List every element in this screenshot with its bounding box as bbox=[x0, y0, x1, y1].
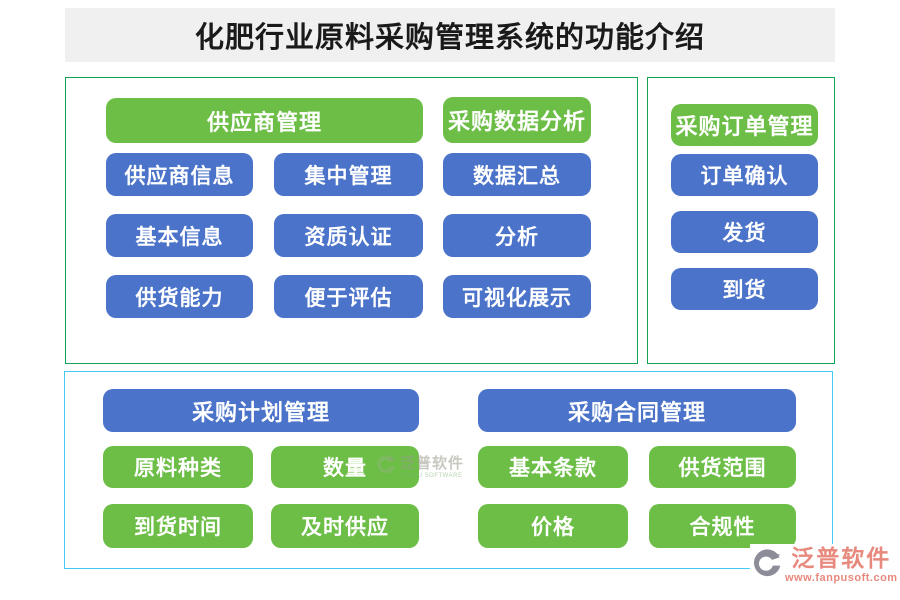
node-purchase-order-management: 采购订单管理 bbox=[671, 104, 818, 146]
node-arrival: 到货 bbox=[671, 268, 818, 310]
node-quantity: 数量 bbox=[271, 446, 419, 488]
panel-plan-contract: 采购计划管理 原料种类 数量 到货时间 及时供应 采购合同管理 基本条款 供货范… bbox=[64, 371, 833, 569]
node-supplier-management: 供应商管理 bbox=[106, 98, 423, 143]
node-qualification-certification: 资质认证 bbox=[274, 214, 423, 257]
vendor-logo-name: 泛普软件 bbox=[791, 545, 892, 571]
title-bar: 化肥行业原料采购管理系统的功能介绍 bbox=[65, 8, 835, 62]
node-purchase-contract-management: 采购合同管理 bbox=[478, 389, 796, 432]
node-supply-capacity: 供货能力 bbox=[106, 275, 253, 318]
node-raw-material-type: 原料种类 bbox=[103, 446, 253, 488]
node-purchase-plan-management: 采购计划管理 bbox=[103, 389, 419, 432]
node-data-summary: 数据汇总 bbox=[443, 153, 591, 196]
node-procurement-data-analysis: 采购数据分析 bbox=[443, 97, 591, 143]
page-title: 化肥行业原料采购管理系统的功能介绍 bbox=[194, 22, 705, 54]
node-timely-supply: 及时供应 bbox=[271, 504, 419, 548]
node-centralized-management: 集中管理 bbox=[274, 153, 423, 196]
panel-supplier-management: 供应商管理 采购数据分析 供应商信息 集中管理 数据汇总 基本信息 资质认证 分… bbox=[65, 77, 638, 364]
node-order-confirmation: 订单确认 bbox=[671, 154, 818, 196]
node-easy-evaluation: 便于评估 bbox=[274, 275, 423, 318]
node-basic-info: 基本信息 bbox=[106, 214, 253, 257]
vendor-logo: 泛普软件 www.fanpusoft.com bbox=[750, 544, 900, 596]
node-supply-scope: 供货范围 bbox=[649, 446, 796, 488]
vendor-logo-url: www.fanpusoft.com bbox=[785, 572, 898, 584]
node-analysis: 分析 bbox=[443, 214, 591, 257]
panel-order-management: 采购订单管理 订单确认 发货 到货 bbox=[647, 77, 835, 364]
node-compliance: 合规性 bbox=[649, 504, 796, 548]
node-supplier-info: 供应商信息 bbox=[106, 153, 253, 196]
fanpu-logo-icon bbox=[752, 544, 782, 584]
node-arrival-time: 到货时间 bbox=[103, 504, 253, 548]
node-visual-display: 可视化展示 bbox=[443, 275, 591, 318]
node-shipment: 发货 bbox=[671, 211, 818, 253]
node-basic-terms: 基本条款 bbox=[478, 446, 628, 488]
node-price: 价格 bbox=[478, 504, 628, 548]
